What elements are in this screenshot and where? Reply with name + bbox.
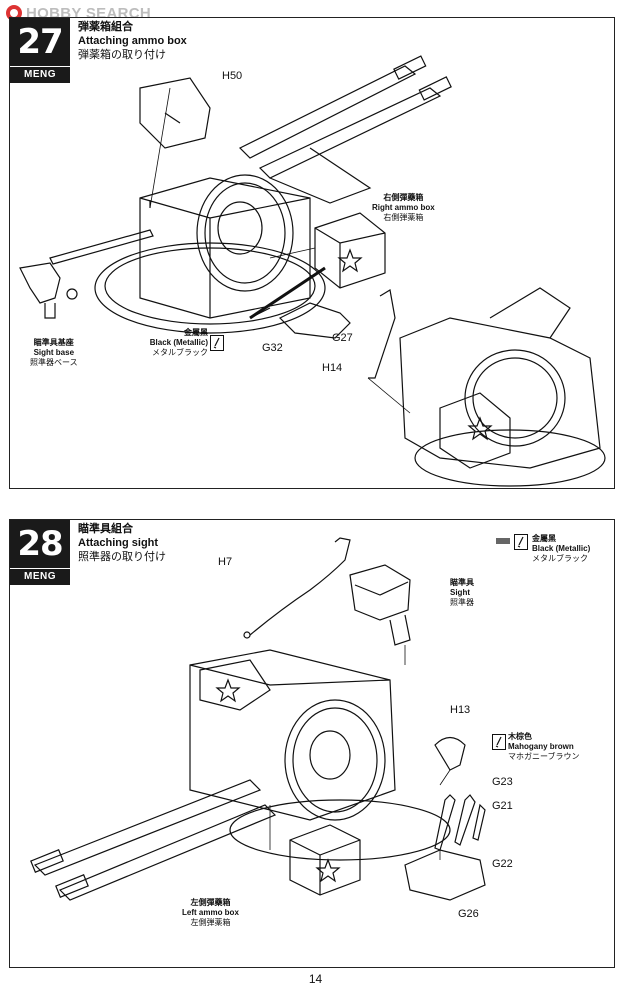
- part-label-h14: H14: [322, 362, 343, 374]
- part-label-g32: G32: [262, 342, 283, 354]
- paint-brush-icon: [514, 534, 528, 550]
- paint-callout-black-metallic: 金屬黑 Black (Metallic) メタルブラック: [532, 534, 591, 563]
- step-number: 27: [10, 18, 70, 66]
- brand-label: MENG: [10, 568, 70, 585]
- title-jp2: 弾薬箱の取り付け: [78, 49, 166, 61]
- step-badge: 28 MENG: [10, 520, 70, 585]
- sight-base-callout: 瞄準具基座 Sight base 照準器ベース: [30, 338, 78, 367]
- part-label-h13: H13: [450, 704, 471, 716]
- paint-callout-black-metallic: 金屬黑 Black (Metallic) メタルブラック: [149, 328, 208, 357]
- part-label-g21: G21: [492, 800, 513, 812]
- paint-swatch: [496, 538, 510, 544]
- part-label-g22: G22: [492, 858, 513, 870]
- brand-label: MENG: [10, 66, 70, 83]
- step-number: 28: [10, 520, 70, 568]
- assembly-illustration-28: [30, 537, 486, 901]
- title-en: Attaching sight: [78, 537, 159, 549]
- step-title: 弾薬箱組合 Attaching ammo box 弾薬箱の取り付け: [78, 20, 187, 62]
- left-ammo-box-callout: 左側彈藥箱 Left ammo box 左側弾薬箱: [182, 898, 239, 927]
- step-27-panel: 27 MENG 弾薬箱組合 Attaching ammo box 弾薬箱の取り付…: [9, 17, 615, 489]
- sight-callout: 瞄準具 Sight 照準器: [450, 578, 474, 607]
- part-label-h7: H7: [218, 556, 233, 568]
- step-title: 瞄準具組合 Attaching sight 照準器の取り付け: [78, 522, 166, 564]
- title-jp: 瞄準具組合: [78, 523, 133, 535]
- part-label-g26: G26: [458, 908, 479, 920]
- step-28-panel: 28 MENG 瞄準具組合 Attaching sight 照準器の取り付け: [9, 519, 615, 968]
- step-badge: 27 MENG: [10, 18, 70, 83]
- assembly-illustration-27: [19, 55, 606, 487]
- right-ammo-box-callout: 右側彈藥箱 Right ammo box 右側弾薬箱: [372, 193, 435, 222]
- title-jp2: 照準器の取り付け: [78, 551, 166, 563]
- title-jp: 弾薬箱組合: [78, 21, 133, 33]
- part-label-g23: G23: [492, 776, 513, 788]
- part-label-h50: H50: [222, 70, 243, 82]
- paint-brush-icon: [492, 734, 506, 750]
- page-number: 14: [308, 972, 323, 986]
- title-en: Attaching ammo box: [78, 35, 187, 47]
- part-label-g27: G27: [332, 332, 353, 344]
- paint-callout-mahogany: 木棕色 Mahogany brown マホガニーブラウン: [508, 732, 580, 761]
- paint-brush-icon: [210, 335, 224, 351]
